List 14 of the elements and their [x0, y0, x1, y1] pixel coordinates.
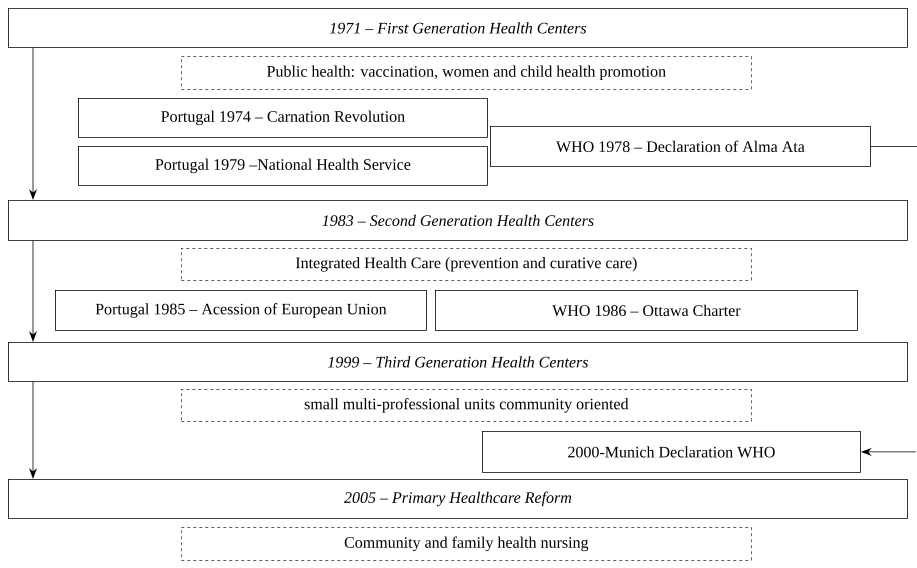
- dashed-note-box: small multi-professional units community oriented: [181, 389, 752, 422]
- stage-box: 1999 – Third Generation Health Centers: [8, 342, 908, 382]
- stage-box: 1971 – First Generation Health Centers: [8, 8, 908, 48]
- event-box: 2000-Munich Declaration WHO: [482, 431, 861, 473]
- event-box: Portugal 1985 – Acession of European Union: [55, 290, 427, 331]
- dashed-note-box: Public health: vaccination, women and child health promotion: [181, 56, 752, 90]
- event-box: WHO 1978 – Declaration of Alma Ata: [490, 126, 871, 167]
- dashed-note-box: Community and family health nursing: [181, 527, 752, 561]
- stage-box: 1983 – Second Generation Health Centers: [8, 200, 908, 241]
- event-box: Portugal 1974 – Carnation Revolution: [78, 98, 488, 138]
- stage-box: 2005 – Primary Healthcare Reform: [8, 479, 908, 519]
- event-box: WHO 1986 – Ottawa Charter: [435, 290, 858, 331]
- dashed-note-box: Integrated Health Care (prevention and curative care): [181, 248, 752, 281]
- event-box: Portugal 1979 –National Health Service: [78, 146, 488, 186]
